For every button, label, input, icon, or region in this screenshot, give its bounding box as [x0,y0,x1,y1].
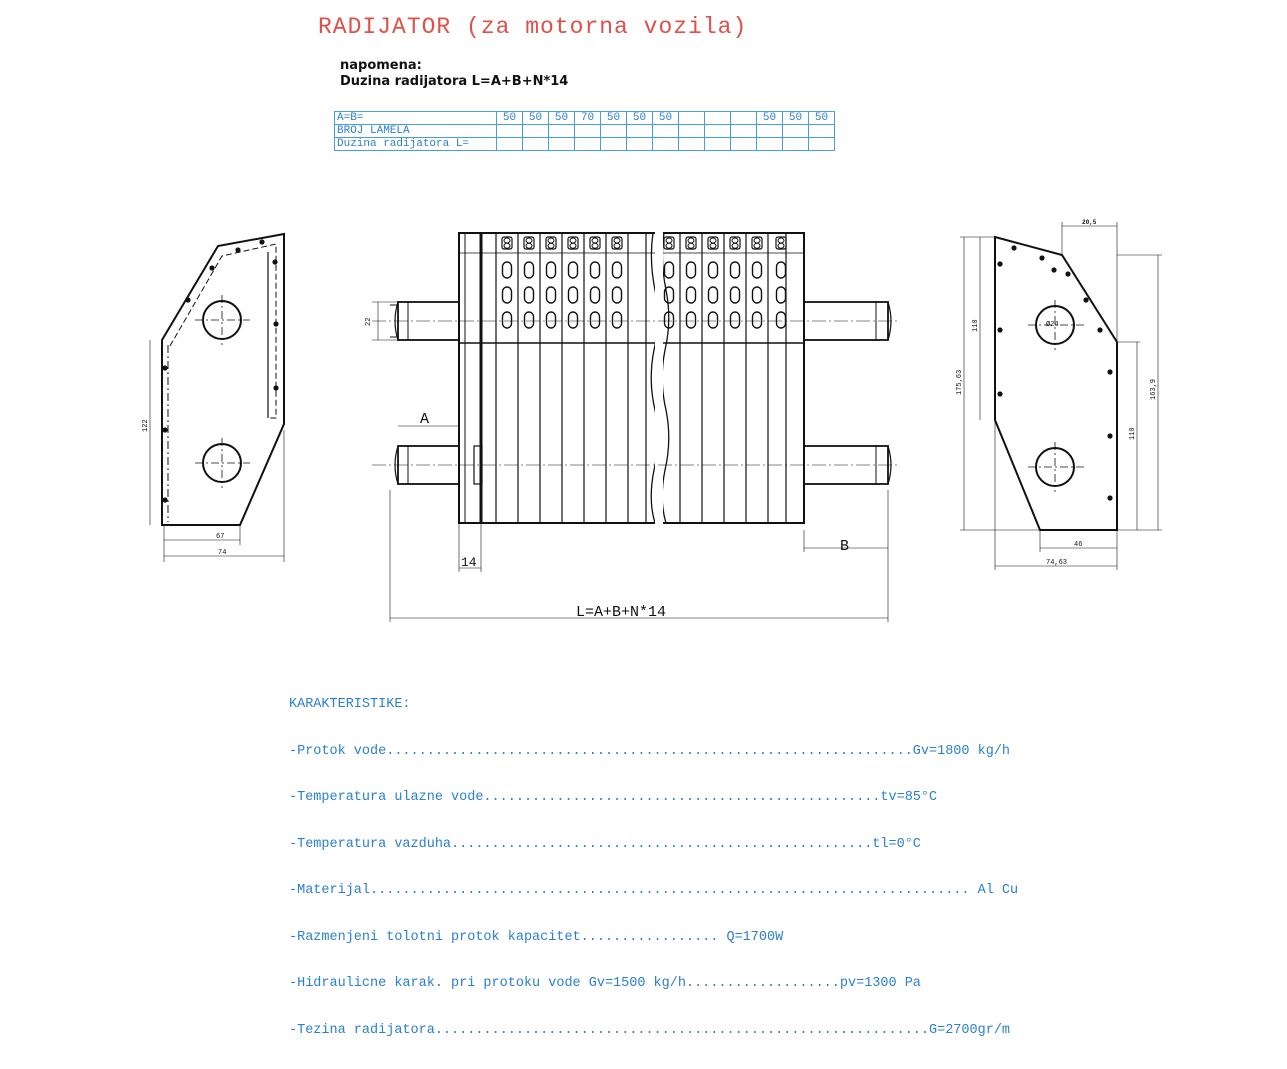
dim-total-label: L=A+B+N*14 [576,604,666,621]
tube-slot [589,286,601,304]
characteristic-line: -Tezina radijatora......................… [289,1022,1011,1038]
right-dim-110-top: 110 [972,319,980,332]
right-dim-46: 46 [1074,541,1082,549]
tube-slot [751,311,763,329]
spec-cell: 50 [626,111,653,125]
tube-slot [775,286,787,304]
header-mark [589,236,601,250]
tube-slots [501,236,787,329]
header-mark [663,236,675,250]
right-dim-top: 20,5 [1082,219,1097,226]
tube-slot [685,286,697,304]
characteristic-line: -Razmenjeni tolotni protok kapacitet....… [289,929,784,945]
tube-slot [501,286,513,304]
tube-slot [707,286,719,304]
characteristics-heading: KARAKTERISTIKE: [289,697,411,712]
header-mark [685,236,697,250]
spec-cell: 50 [652,111,679,125]
tube-slot [523,286,535,304]
tube-slot [707,311,719,329]
drawing-title: RADIJATOR (za motorna vozila) [318,14,748,40]
tube-slot [501,311,513,329]
dim-14-label: 14 [461,555,477,570]
spec-cell [808,137,835,151]
spec-cell: 50 [782,111,809,125]
note-heading: napomena: [340,58,422,73]
tube-slot [545,311,557,329]
spec-row: Duzina radijatora L= [334,137,835,151]
tube-slot [775,261,787,279]
right-dim-175: 175,63 [956,370,964,395]
front-view [372,232,900,622]
tube-slot [501,261,513,279]
right-dim-110-bottom: 110 [1129,427,1137,440]
tube-slot [545,261,557,279]
left-dim-inner: 67 [216,533,224,541]
note-formula: Duzina radijatora L=A+B+N*14 [340,74,569,89]
header-mark [545,236,557,250]
tube-slot [707,261,719,279]
dim-b-label: B [840,538,849,555]
right-dim-hole: Ø24 [1046,320,1059,329]
tube-slot [685,261,697,279]
tube-slot [567,261,579,279]
tube-slot [523,261,535,279]
tube-slot [685,311,697,329]
tube-slot [567,311,579,329]
header-mark [775,236,787,250]
tube-slot [663,261,675,279]
tube-slot [729,286,741,304]
characteristic-line: -Materijal..............................… [289,883,1019,898]
technical-drawing: 122 67 74 [142,219,1162,622]
left-side-view [149,232,285,562]
tube-slot [751,261,763,279]
dim-pipe-22: 22 [365,318,373,326]
characteristic-line: -Protok vode............................… [289,743,1011,759]
characteristic-line: -Temperatura ulazne vode................… [289,790,938,805]
tube-slot [729,311,741,329]
characteristic-line: -Temperatura vazduha....................… [289,836,921,852]
tube-slot [567,286,579,304]
spec-cell: 70 [574,111,601,125]
left-dim-width: 74 [218,549,226,557]
drawing-sheet: RADIJATOR (za motorna vozila) napomena: … [142,14,1162,1038]
spec-row-label: BROJ LAMELA [334,124,497,138]
dim-a-label: A [420,411,429,428]
spec-cell: 50 [808,111,835,125]
tube-slot [523,311,535,329]
tube-slot [751,286,763,304]
tube-slot [589,261,601,279]
header-mark [567,236,579,250]
spec-row-label: Duzina radijatora L= [334,137,497,151]
spec-row: BROJ LAMELA [334,124,835,138]
right-dim-163: 163,9 [1150,379,1158,400]
header-mark [707,236,719,250]
tube-slot [611,286,623,304]
characteristic-line: -Hidraulicne karak. pri protoku vode Gv=… [289,976,921,991]
right-dim-74: 74,63 [1046,559,1067,567]
characteristics-block: KARAKTERISTIKE: -Protok vode............… [289,666,1018,1069]
left-dim-height: 122 [142,419,150,432]
tube-slot [611,261,623,279]
header-mark [751,236,763,250]
header-mark [501,236,513,250]
tube-slot [611,311,623,329]
tube-slot [729,261,741,279]
header-mark [729,236,741,250]
tube-slot [589,311,601,329]
tube-slot [545,286,557,304]
right-side-view [960,222,1162,570]
header-mark [611,236,623,250]
header-mark [523,236,535,250]
tube-slot [775,311,787,329]
